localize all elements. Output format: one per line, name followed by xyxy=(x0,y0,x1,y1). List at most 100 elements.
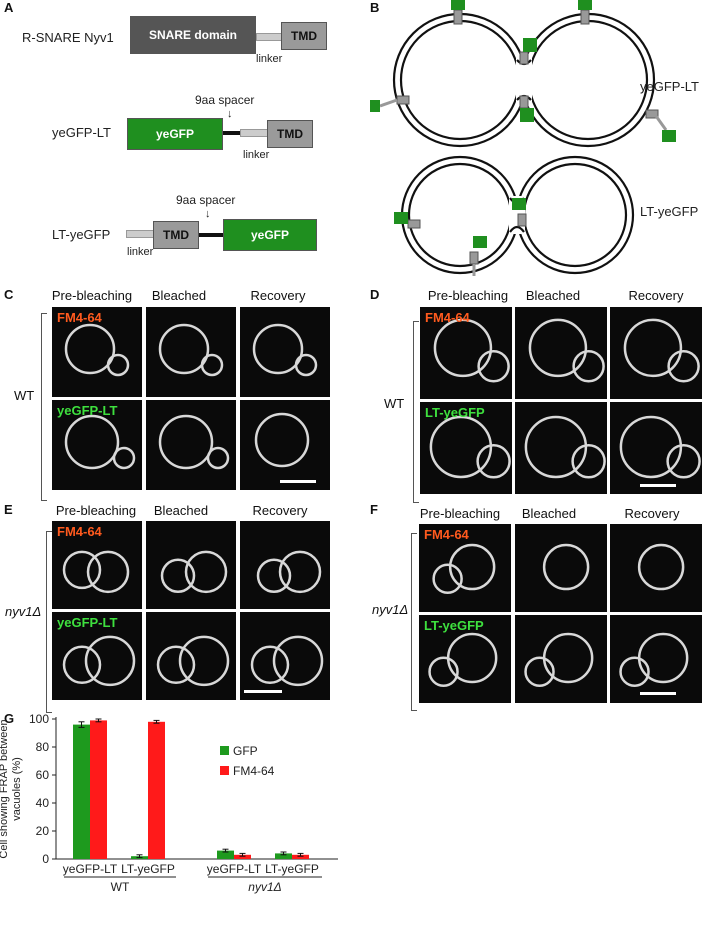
spacer-label: 9aa spacer xyxy=(195,93,255,107)
micrograph-d-gfp-pre: LT-yeGFP xyxy=(420,402,512,494)
micrograph-f-fm464-recovery xyxy=(610,524,702,612)
row-bracket xyxy=(41,313,47,501)
channel-label: yeGFP-LT xyxy=(57,615,118,630)
y-tick-label: 0 xyxy=(42,852,49,866)
legend-label: FM4-64 xyxy=(233,764,275,778)
panel-label-a: A xyxy=(4,0,14,15)
legend-label: GFP xyxy=(233,744,258,758)
genotype-label: nyv1Δ xyxy=(372,602,409,617)
schematic-label-lt-yegfp: LT-yeGFP xyxy=(640,204,699,219)
tmd-box: TMD xyxy=(281,22,327,50)
vacuole-rings xyxy=(252,323,318,377)
row-bracket xyxy=(46,531,52,713)
y-tick-label: 20 xyxy=(36,824,50,838)
row-label-yegfp-lt: yeGFP-LT xyxy=(52,125,111,140)
row-bracket xyxy=(413,321,419,503)
micrograph-e-gfp-bleached xyxy=(146,612,236,700)
col-header-recovery: Recovery xyxy=(252,503,308,518)
channel-label: yeGFP-LT xyxy=(57,403,118,418)
spacer-label: 9aa spacer xyxy=(176,193,236,207)
micrograph-f-fm464-pre: FM4-64 xyxy=(419,524,511,612)
group-label: WT xyxy=(111,880,130,894)
row-label-lt-yegfp: LT-yeGFP xyxy=(52,227,111,242)
col-header-pre-bleaching: Pre-bleaching xyxy=(427,288,509,303)
bar-gfp xyxy=(275,853,292,859)
genotype-label: nyv1Δ xyxy=(5,604,42,619)
y-axis-label: Cell showing FRAP betweenvacuoles (%) xyxy=(0,719,23,858)
scale-bar xyxy=(280,480,316,483)
col-header-recovery: Recovery xyxy=(250,288,306,303)
channel-label: FM4-64 xyxy=(425,310,470,325)
bar-fm4-64 xyxy=(90,720,107,859)
panel-label-e: E xyxy=(4,502,13,517)
genotype-label: WT xyxy=(14,388,35,403)
scale-bar xyxy=(640,484,676,487)
linker-bar xyxy=(126,230,154,238)
x-tick-label: LT-yeGFP xyxy=(265,862,319,876)
micrograph-d-gfp-recovery xyxy=(610,402,702,494)
panel-label-b: B xyxy=(370,0,380,15)
linker-bar xyxy=(256,33,282,41)
vacuole-rings xyxy=(524,415,606,479)
y-tick-label: 80 xyxy=(36,740,50,754)
vacuole-rings xyxy=(158,323,224,377)
linker-label: linker xyxy=(243,149,270,161)
x-tick-label: yeGFP-LT xyxy=(63,862,118,876)
y-tick-label: 60 xyxy=(36,768,50,782)
bar-fm4-64 xyxy=(148,721,165,859)
vacuole-rings xyxy=(524,632,594,687)
vacuole-rings xyxy=(619,415,701,479)
col-header-pre-bleaching: Pre-bleaching xyxy=(419,506,501,521)
scale-bar xyxy=(244,690,282,693)
x-tick-label: yeGFP-LT xyxy=(207,862,262,876)
col-header-bleached: Bleached xyxy=(151,288,207,303)
vacuole-rings xyxy=(256,550,322,594)
genotype-label: WT xyxy=(384,396,405,411)
bar-fm4-64 xyxy=(234,854,251,859)
tmd-box: TMD xyxy=(267,120,313,148)
vacuole-rings xyxy=(64,414,136,470)
micrograph-f-gfp-recovery xyxy=(610,615,702,703)
schematic-label-yegfp-lt: yeGFP-LT xyxy=(640,79,699,94)
col-header-recovery: Recovery xyxy=(628,288,684,303)
channel-label: LT-yeGFP xyxy=(424,618,484,633)
micrograph-e-fm464-pre: FM4-64 xyxy=(52,521,142,609)
linker-label: linker xyxy=(256,53,283,65)
bar-fm4-64 xyxy=(292,854,309,859)
vacuole-rings xyxy=(254,412,310,468)
vacuole-rings xyxy=(428,632,498,687)
tmd-box: TMD xyxy=(153,221,199,249)
panel-label-d: D xyxy=(370,287,380,302)
micrograph-d-fm464-recovery xyxy=(610,307,702,399)
micrograph-d-fm464-bleached xyxy=(515,307,607,399)
micrograph-c-gfp-bleached xyxy=(146,400,236,490)
probe-icon xyxy=(370,0,676,276)
row-label-nyv1: R-SNARE Nyv1 xyxy=(22,30,114,45)
micrograph-c-fm464-recovery xyxy=(240,307,330,397)
vacuole-rings xyxy=(62,635,136,687)
micrograph-f-gfp-bleached xyxy=(515,615,607,703)
group-label: nyv1Δ xyxy=(248,880,281,894)
col-header-bleached: Bleached xyxy=(525,288,581,303)
channel-label: FM4-64 xyxy=(57,310,102,325)
micrograph-e-fm464-recovery xyxy=(240,521,330,609)
micrograph-f-gfp-pre: LT-yeGFP xyxy=(419,615,511,703)
col-header-recovery: Recovery xyxy=(624,506,680,521)
col-header-pre-bleaching: Pre-bleaching xyxy=(55,503,137,518)
vacuole-rings xyxy=(637,543,685,591)
vacuole-rings xyxy=(542,543,590,591)
vacuole-rings xyxy=(619,632,689,687)
vacuole-rings xyxy=(250,635,324,687)
micrograph-c-gfp-pre: yeGFP-LT xyxy=(52,400,142,490)
col-header-bleached: Bleached xyxy=(153,503,209,518)
vacuole-rings xyxy=(156,635,230,687)
snare-domain-box: SNARE domain xyxy=(130,16,256,54)
micrograph-d-fm464-pre: FM4-64 xyxy=(420,307,512,399)
yegfp-box: yeGFP xyxy=(223,219,317,251)
micrograph-c-fm464-pre: FM4-64 xyxy=(52,307,142,397)
vacuole-rings xyxy=(528,318,605,383)
micrograph-c-fm464-bleached xyxy=(146,307,236,397)
bar-gfp xyxy=(73,724,90,859)
channel-label: LT-yeGFP xyxy=(425,405,485,420)
micrograph-f-fm464-bleached xyxy=(515,524,607,612)
